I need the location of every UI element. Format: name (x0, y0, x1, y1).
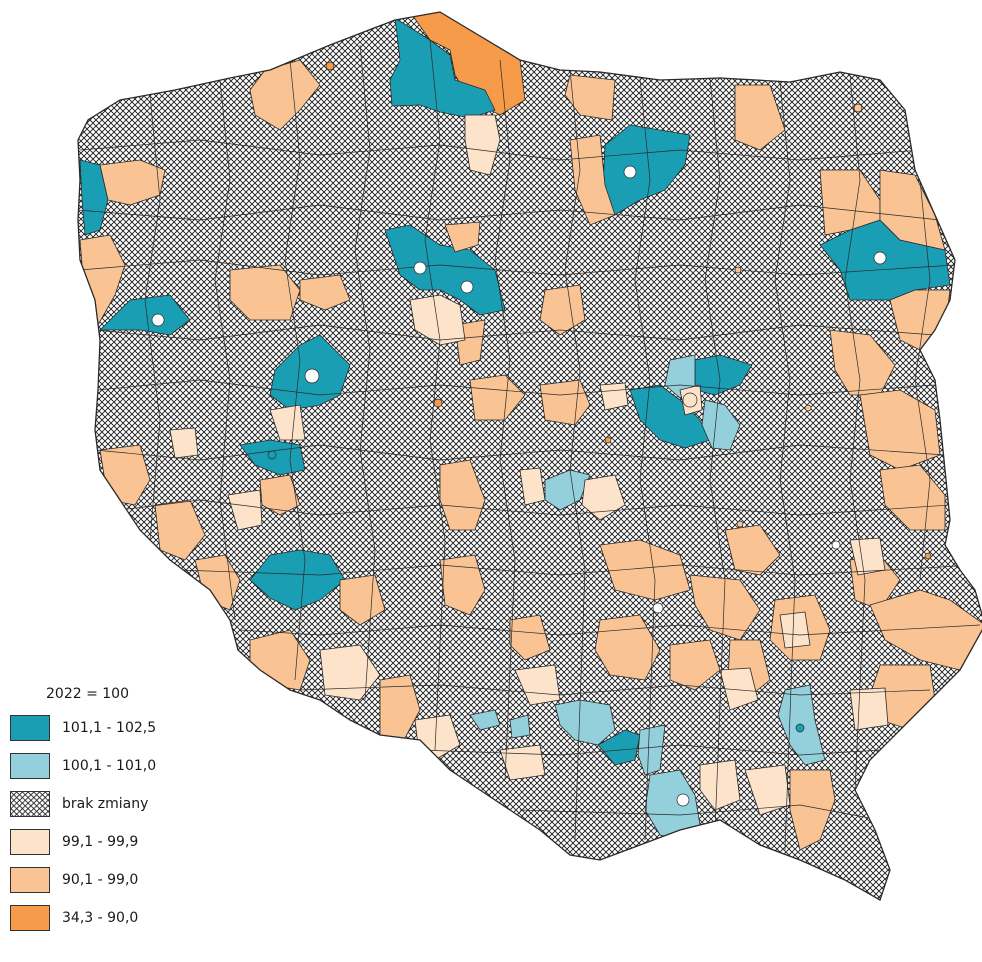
region-light-teal (637, 724, 666, 776)
region-medium-peach (724, 524, 781, 576)
region-light-peach (227, 489, 263, 531)
region-medium-peach (539, 284, 586, 336)
region-medium-peach (444, 221, 481, 253)
region-light-peach (849, 687, 889, 731)
legend-items: 101,1 - 102,5 100,1 - 101,0 brak zmiany 99,… (10, 714, 260, 932)
region-light-peach (719, 667, 759, 711)
region-light-peach (699, 759, 741, 811)
legend-swatch (10, 829, 50, 855)
legend-label: 101,1 - 102,5 (62, 720, 157, 736)
region-medium-peach (154, 499, 206, 561)
region-light-peach (514, 664, 561, 706)
region-dark-teal (384, 224, 506, 316)
region-medium-peach (569, 134, 616, 226)
region-light-teal (509, 714, 531, 739)
region-light-peach (464, 114, 501, 176)
region-medium-peach (669, 639, 721, 691)
region-medium-peach (509, 614, 551, 661)
region-medium-peach (734, 84, 786, 151)
region-dark-teal (597, 729, 641, 766)
region-medium-peach (259, 474, 301, 516)
region-light-peach (744, 764, 791, 816)
region-medium-peach (469, 374, 526, 421)
district-borders (78, 39, 981, 851)
region-medium-peach (564, 74, 616, 121)
legend-label: 100,1 - 101,0 (62, 758, 157, 774)
region-light-teal (469, 709, 501, 731)
legend-label: brak zmiany (62, 796, 149, 812)
legend-item: 99,1 - 99,9 (10, 828, 260, 856)
legend-swatch (10, 791, 50, 817)
region-light-peach (779, 611, 811, 649)
legend-swatch (10, 753, 50, 779)
legend-swatch (10, 867, 50, 893)
region-medium-peach (594, 614, 661, 681)
region-light-teal (554, 699, 616, 746)
region-medium-peach (439, 554, 486, 616)
map-legend: 2022 = 100 101,1 - 102,5 100,1 - 101,0 bra… (10, 684, 260, 942)
region-medium-peach (539, 379, 591, 426)
region-medium-peach (879, 169, 946, 251)
city-enclaves (151, 61, 932, 807)
legend-title: 2022 = 100 (46, 686, 129, 702)
region-light-peach (269, 404, 306, 441)
region-medium-peach (229, 264, 301, 321)
region-light-peach (169, 427, 199, 459)
legend-label: 99,1 - 99,9 (62, 834, 139, 850)
legend-label: 90,1 - 99,0 (62, 872, 139, 888)
legend-swatch (10, 715, 50, 741)
legend-label: 34,3 - 90,0 (62, 910, 139, 926)
region-medium-peach (379, 674, 421, 739)
legend-item: 90,1 - 99,0 (10, 866, 260, 894)
legend-item: 34,3 - 90,0 (10, 904, 260, 932)
region-medium-peach (879, 464, 946, 531)
region-light-peach (409, 294, 466, 346)
region-light-peach (581, 474, 626, 521)
region-medium-peach (299, 274, 351, 311)
region-medium-peach (789, 769, 836, 851)
region-light-teal (701, 399, 741, 451)
legend-swatch (10, 905, 50, 931)
region-medium-peach (439, 459, 486, 531)
legend-item: 100,1 - 101,0 (10, 752, 260, 780)
legend-item: brak zmiany (10, 790, 260, 818)
region-medium-peach (599, 539, 691, 601)
region-medium-peach (99, 159, 166, 206)
region-light-peach (139, 547, 163, 586)
region-light-peach (519, 467, 546, 506)
region-medium-peach (249, 59, 321, 131)
region-light-peach (599, 382, 629, 411)
region-dark-teal (99, 294, 191, 336)
legend-item: 101,1 - 102,5 (10, 714, 260, 742)
map-regions (79, 12, 982, 851)
region-medium-peach (339, 574, 386, 626)
